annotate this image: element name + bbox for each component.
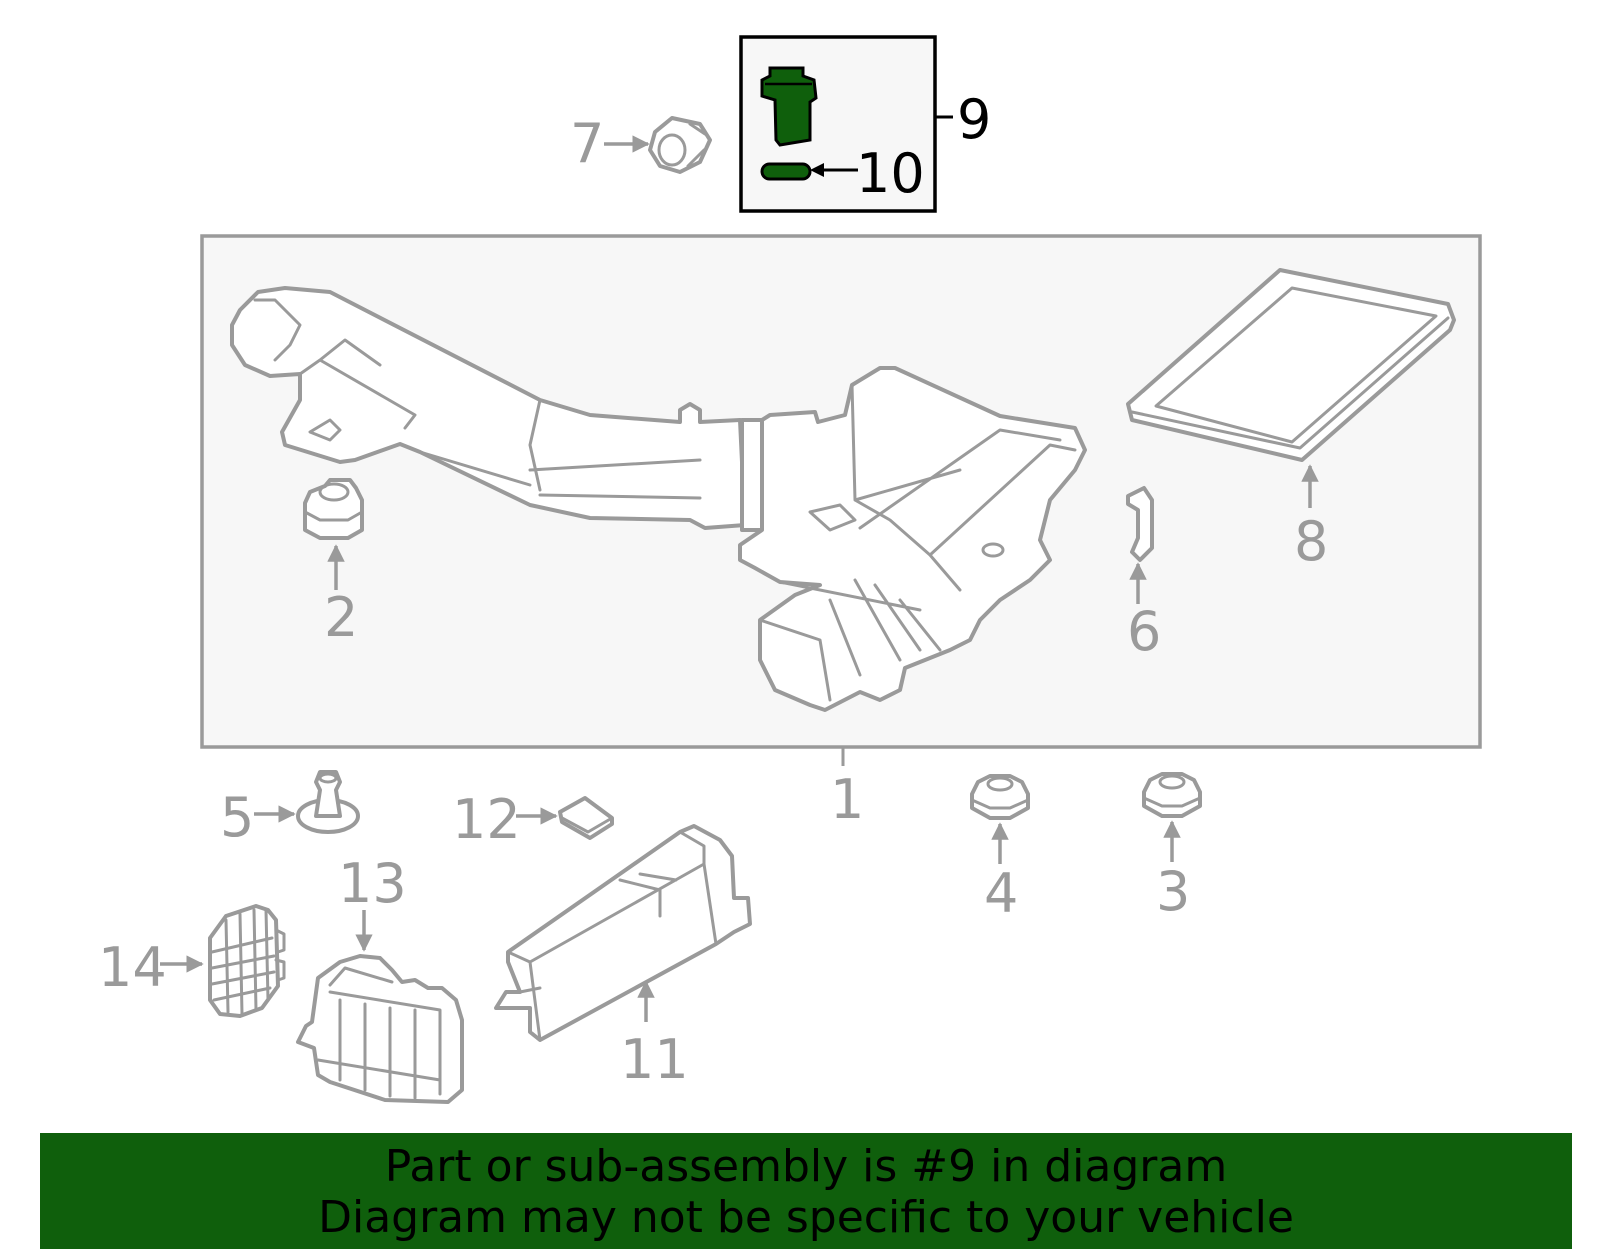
callout-12: 12 bbox=[452, 788, 521, 851]
banner-line-2: Diagram may not be specific to your vehi… bbox=[318, 1192, 1294, 1243]
part-4-grommet[interactable]: 4 bbox=[970, 774, 1030, 925]
callout-3: 3 bbox=[1156, 860, 1190, 923]
part-11-duct[interactable]: 11 bbox=[494, 824, 752, 1091]
part-13-resonator[interactable]: 13 bbox=[296, 852, 464, 1104]
part-5-push-pin[interactable]: 5 bbox=[220, 770, 360, 849]
callout-6: 6 bbox=[1127, 600, 1161, 663]
part-14-grille[interactable]: 14 bbox=[98, 904, 286, 1018]
callout-13: 13 bbox=[338, 852, 407, 915]
banner-line-1: Part or sub-assembly is #9 in diagram bbox=[384, 1141, 1228, 1192]
callout-1[interactable]: 1 bbox=[830, 768, 864, 831]
part-6-clip[interactable]: 6 bbox=[1126, 486, 1161, 663]
callout-4: 4 bbox=[984, 862, 1018, 925]
callout-9[interactable]: 9 bbox=[957, 88, 991, 151]
callout-14: 14 bbox=[98, 936, 167, 999]
mass-airflow-sensor-icon bbox=[760, 66, 818, 147]
callout-8: 8 bbox=[1294, 510, 1328, 573]
part-1-air-cleaner-assembly[interactable] bbox=[230, 286, 1087, 712]
part-2-mount[interactable]: 2 bbox=[303, 478, 364, 649]
callout-11: 11 bbox=[620, 1028, 689, 1091]
part-3-grommet[interactable]: 3 bbox=[1142, 772, 1202, 923]
part-8-filter-element[interactable]: 8 bbox=[1126, 268, 1456, 573]
callout-10[interactable]: 10 bbox=[856, 142, 925, 205]
part-7-grommet[interactable]: 7 bbox=[570, 112, 712, 175]
info-banner: Part or sub-assembly is #9 in diagram Di… bbox=[40, 1133, 1572, 1249]
part-12-pad[interactable]: 12 bbox=[452, 788, 614, 851]
callout-5: 5 bbox=[220, 786, 254, 849]
callout-10-arrowhead bbox=[810, 163, 824, 177]
seal-ring-icon bbox=[760, 162, 812, 181]
callout-7: 7 bbox=[570, 112, 604, 175]
part-9-assembly-box[interactable]: 9 10 bbox=[739, 35, 991, 213]
callout-2: 2 bbox=[324, 586, 358, 649]
